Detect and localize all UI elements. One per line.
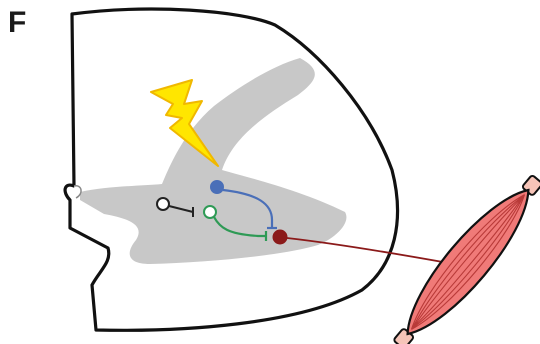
interneuron-green-soma — [204, 206, 216, 218]
spinal-cord-outline — [65, 9, 397, 330]
motor-neuron-soma — [273, 230, 287, 244]
sensory-neuron-blue-soma — [211, 181, 224, 194]
interneuron-black-soma — [157, 198, 169, 210]
